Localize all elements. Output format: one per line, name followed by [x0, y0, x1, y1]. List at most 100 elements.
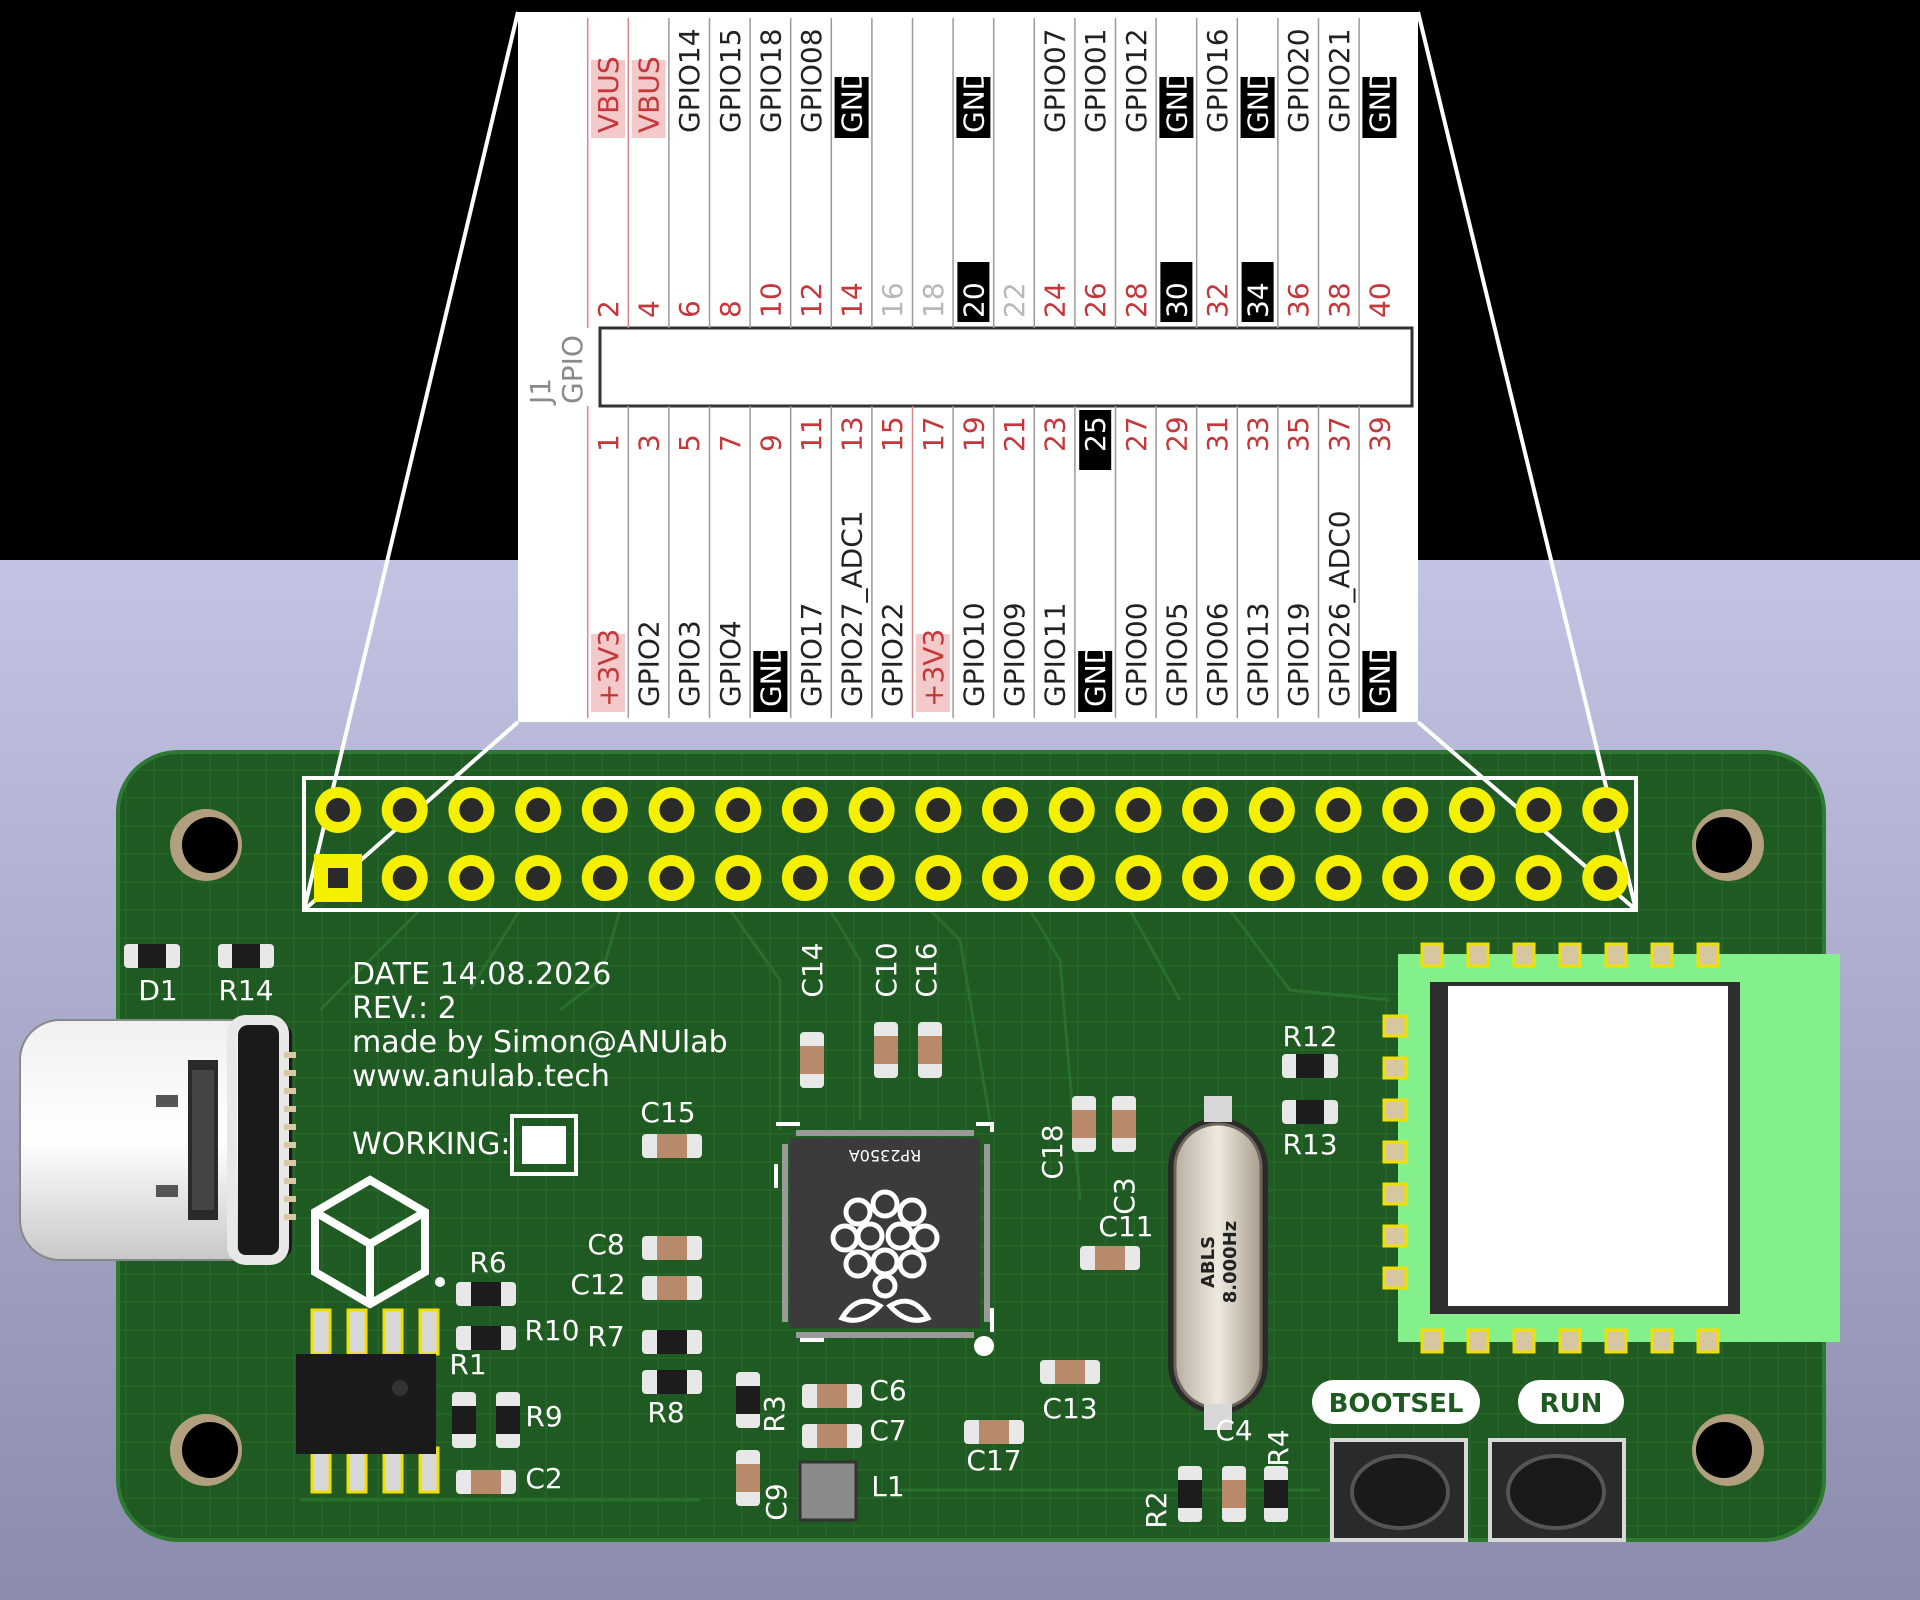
- header-pad: [1515, 855, 1562, 901]
- pin-label: GPIO06: [1201, 602, 1234, 707]
- inductor: [798, 1460, 858, 1522]
- rp2350a-chip: RP2350A: [774, 1122, 994, 1356]
- capacitor: [736, 1450, 760, 1506]
- smd-components: [124, 944, 1338, 1522]
- header-pad: [515, 855, 562, 901]
- pin-label: GPIO22: [876, 602, 909, 707]
- resistor: [456, 1326, 516, 1350]
- connector-ref: J1: [524, 378, 557, 406]
- header-pad: [648, 787, 695, 833]
- pin-label: GPIO26_ADC0: [1323, 510, 1356, 707]
- pin-number: 20: [957, 282, 990, 318]
- ref-r2: R2: [1140, 1491, 1173, 1528]
- resistor: [496, 1392, 520, 1448]
- board-rev: REV.: 2: [352, 991, 457, 1026]
- header-pad: [1448, 855, 1495, 901]
- ref-c9: C9: [760, 1483, 793, 1520]
- capacitor: [1040, 1360, 1100, 1384]
- pin-label: GPIO00: [1120, 602, 1153, 707]
- pin-number: 5: [673, 434, 706, 452]
- pin-label: GND: [1079, 643, 1112, 707]
- pin-number: 21: [998, 416, 1031, 452]
- pin-number: 7: [714, 434, 747, 452]
- pin-label: GPIO07: [1039, 28, 1072, 133]
- ref-r14: R14: [218, 974, 273, 1007]
- header-pad: [448, 787, 495, 833]
- crystal-brand: ABLS: [1198, 1236, 1219, 1288]
- pin-number: 39: [1363, 416, 1396, 452]
- header-pad: [448, 855, 495, 901]
- ref-r3: R3: [758, 1395, 791, 1432]
- capacitor: [642, 1276, 702, 1300]
- pin-label: VBUS: [592, 56, 625, 133]
- pin-number: 37: [1323, 416, 1356, 452]
- ref-d1: D1: [138, 974, 177, 1007]
- header-pad: [1115, 855, 1162, 901]
- anulab-logo-icon: [311, 1175, 429, 1309]
- raspberry-logo-icon: [830, 1189, 940, 1323]
- bootsel-button[interactable]: BOOTSEL: [1312, 1380, 1480, 1542]
- board-author: made by Simon@ANUlab: [352, 1025, 728, 1060]
- capacitor: [800, 1032, 824, 1088]
- pin-label: GPIO21: [1323, 28, 1356, 133]
- pin-label: GPIO3: [673, 620, 706, 707]
- pin-label: GPIO18: [754, 28, 787, 133]
- pin-label: GPIO2: [633, 620, 666, 707]
- pin-label: +3V3: [917, 629, 950, 707]
- pin-top-18: 18: [911, 18, 950, 328]
- header-pad: [982, 787, 1028, 833]
- pin-number: 9: [754, 434, 787, 452]
- header-pad: [381, 787, 428, 833]
- pin-number: 40: [1363, 282, 1396, 318]
- pin-number: 34: [1242, 282, 1275, 318]
- pin-number: 11: [795, 416, 828, 452]
- header-pad: [915, 787, 962, 833]
- ref-r10: R10: [524, 1314, 579, 1347]
- pin-number: 22: [998, 282, 1031, 318]
- header-pad: [1515, 787, 1562, 833]
- header-pad: [315, 787, 361, 833]
- capacitor: [456, 1470, 516, 1494]
- ref-c7: C7: [869, 1414, 906, 1447]
- ref-r6: R6: [469, 1246, 506, 1279]
- pin-number: 16: [876, 282, 909, 318]
- pin-label: VBUS: [633, 56, 666, 133]
- header-pad: [1048, 855, 1095, 901]
- pin-number: 1: [592, 434, 625, 452]
- header-pad: [314, 854, 362, 902]
- pin-label: GPIO01: [1079, 28, 1112, 133]
- capacitor: [874, 1022, 898, 1078]
- pin-number: 18: [917, 282, 950, 318]
- pin-label: GPIO11: [1039, 602, 1072, 707]
- pin-number: 15: [876, 416, 909, 452]
- pin-number: 19: [957, 416, 990, 452]
- bootsel-label: BOOTSEL: [1329, 1389, 1464, 1419]
- run-button[interactable]: RUN: [1488, 1380, 1626, 1542]
- ref-c11: C11: [1098, 1210, 1153, 1243]
- pin-label: GPIO4: [714, 620, 747, 707]
- header-pad: [648, 855, 695, 901]
- resistor: [642, 1370, 702, 1394]
- header-pad: [581, 855, 628, 901]
- pin-number: 38: [1323, 282, 1356, 318]
- header-pad: [848, 787, 895, 833]
- header-pad: [381, 855, 428, 901]
- capacitor: [642, 1134, 702, 1158]
